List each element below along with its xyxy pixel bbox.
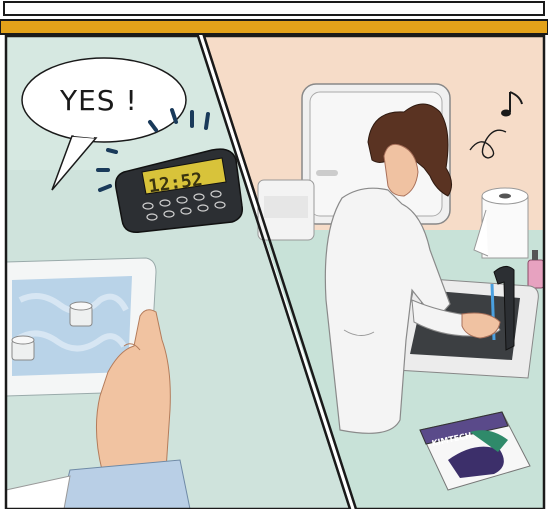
top-panel-edge	[3, 1, 545, 16]
scientist-figure	[324, 103, 501, 434]
tube-cap-1	[69, 301, 93, 327]
speech-bubble-text: YES !	[59, 84, 138, 117]
faucet	[493, 266, 515, 351]
lab-instrument	[257, 179, 315, 241]
glove-box: KIMTECH	[419, 411, 531, 491]
timer-screen	[141, 157, 227, 195]
top-accent-strip	[0, 19, 548, 35]
music-note-icon	[469, 91, 523, 159]
tube-cap-2	[11, 335, 35, 361]
kitchen-timer: 12:52	[114, 148, 244, 233]
alarm-ring-marks	[96, 108, 210, 192]
left-panel-border	[4, 34, 352, 509]
speech-bubble: YES !	[21, 57, 187, 191]
paper-towel-roll	[473, 187, 529, 259]
left-panel: YES ! 12:52	[5, 35, 352, 509]
right-panel-border	[202, 34, 546, 509]
timer-buttons	[142, 190, 226, 221]
reaching-hand	[5, 309, 191, 509]
